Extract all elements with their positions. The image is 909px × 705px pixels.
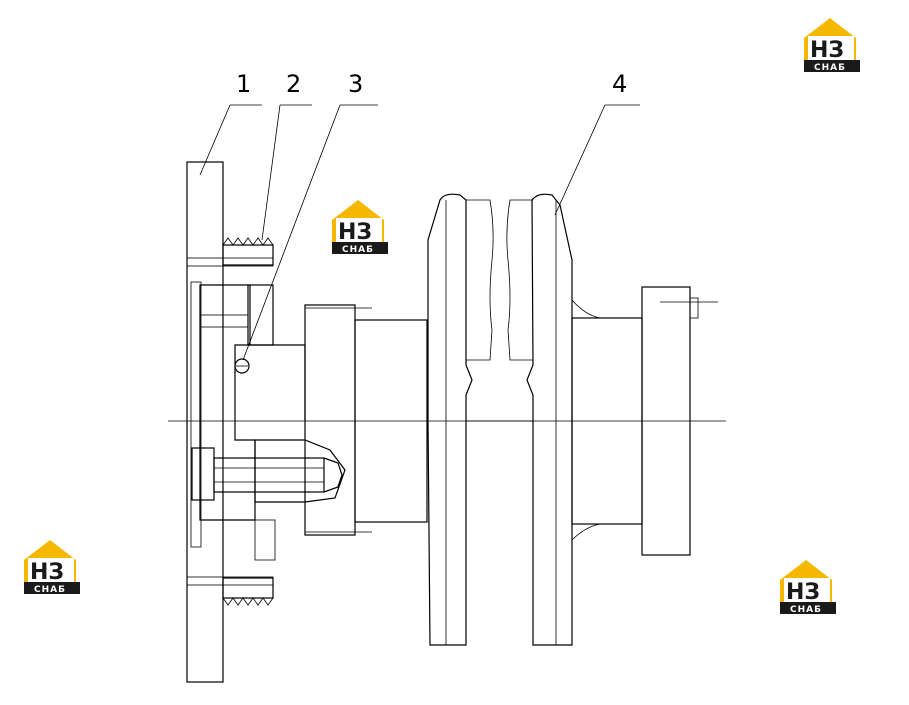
center-bolt bbox=[191, 439, 346, 503]
callout-2: 2 bbox=[286, 70, 301, 98]
svg-text:НЗ: НЗ bbox=[810, 38, 844, 63]
watermark-logo-right: НЗ СНАБ bbox=[776, 558, 838, 616]
callout-4: 4 bbox=[612, 70, 627, 98]
part-2-pulley bbox=[186, 237, 274, 606]
crankshaft-front-journal bbox=[304, 304, 428, 536]
part-4-crankshaft bbox=[427, 193, 643, 646]
callout-1: 1 bbox=[236, 70, 251, 98]
svg-text:НЗ: НЗ bbox=[338, 220, 372, 245]
rear-flange bbox=[641, 286, 718, 556]
leader-lines bbox=[199, 104, 640, 361]
svg-text:СНАБ: СНАБ bbox=[342, 245, 374, 255]
svg-text:НЗ: НЗ bbox=[786, 580, 820, 605]
watermark-logo-left: НЗ СНАБ bbox=[20, 538, 82, 596]
callout-3: 3 bbox=[348, 70, 363, 98]
svg-text:НЗ: НЗ bbox=[30, 560, 64, 585]
watermark-logo-top-right: НЗ СНАБ bbox=[800, 16, 862, 74]
watermark-logo-center: НЗ СНАБ bbox=[328, 198, 390, 256]
part-1-damper-plate bbox=[186, 161, 224, 683]
svg-text:СНАБ: СНАБ bbox=[790, 605, 822, 615]
svg-text:СНАБ: СНАБ bbox=[34, 585, 66, 595]
svg-text:СНАБ: СНАБ bbox=[814, 63, 846, 73]
